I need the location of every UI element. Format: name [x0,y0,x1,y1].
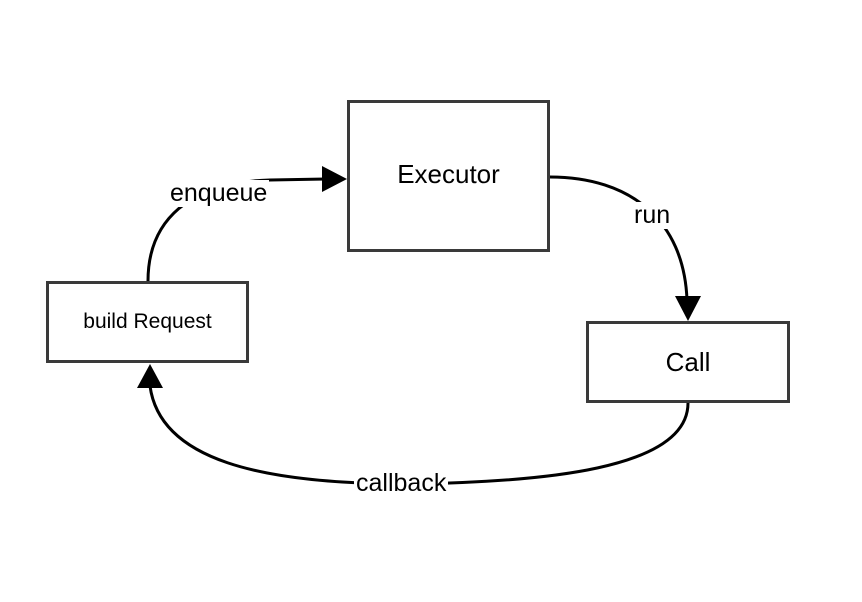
enqueue-arrowhead [322,166,347,192]
executor-label: Executor [397,158,500,189]
enqueue-edge-label: enqueue [168,179,270,207]
call-node: Call [586,321,790,403]
callback-arrowhead [137,364,163,388]
call-label: Call [665,346,711,377]
run-edge-label: run [632,201,673,229]
build-request-node: build Request [46,281,249,363]
build-request-label: build Request [83,310,212,333]
run-arrowhead [675,296,701,321]
callback-edge-label: callback [354,469,449,497]
executor-node: Executor [347,100,550,252]
edge-run [549,175,689,301]
